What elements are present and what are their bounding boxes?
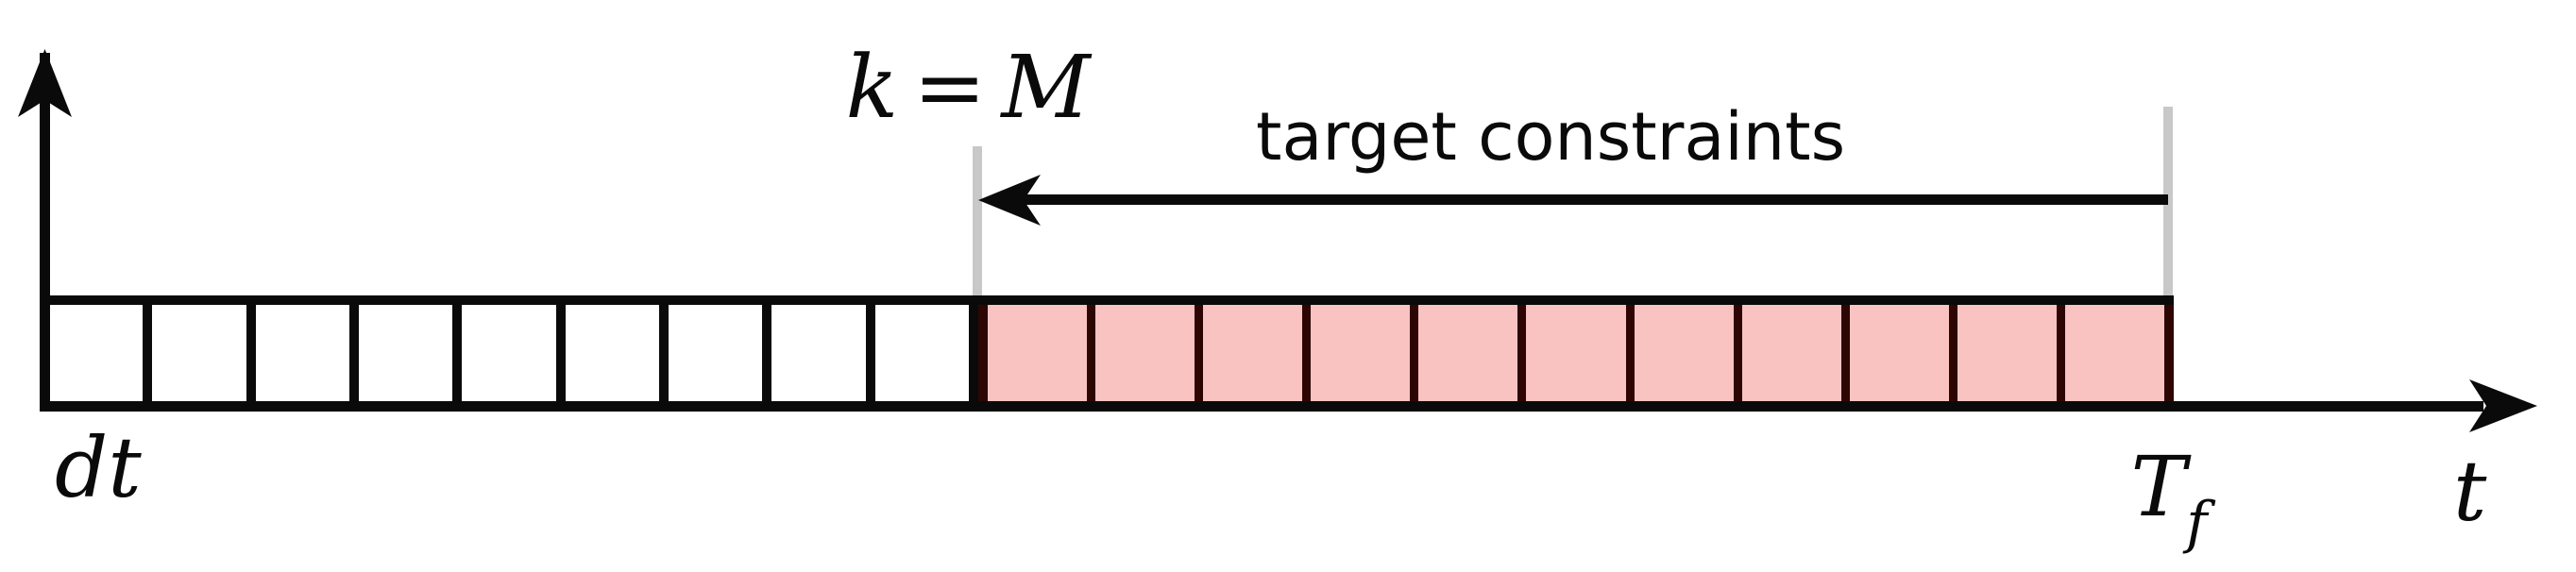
t-axis-label: t: [2453, 443, 2487, 540]
up-arrow-icon: [18, 49, 72, 117]
pink-cell: [1095, 305, 1195, 401]
dt-label: dt: [55, 419, 142, 516]
prediction-cells: [40, 295, 978, 412]
pink-cell: [2064, 305, 2165, 401]
k-symbol: k: [845, 37, 905, 138]
pink-cell: [1634, 305, 1734, 401]
white-cell: [668, 305, 763, 401]
final-time-tick: [2163, 107, 2173, 300]
pink-cell: [1418, 305, 1518, 401]
target-constraints-label: target constraints: [1256, 98, 1846, 176]
m-symbol: M: [1001, 37, 1096, 138]
white-cell: [255, 305, 349, 401]
pink-cell: [1203, 305, 1303, 401]
pink-cell: [988, 305, 1088, 401]
white-cell: [771, 305, 866, 401]
white-cell: [874, 305, 969, 401]
pink-cell: [1311, 305, 1411, 401]
white-cell: [49, 305, 144, 401]
white-cell: [358, 305, 453, 401]
tf-subscript: f: [2186, 490, 2208, 556]
pink-cell: [1526, 305, 1626, 401]
k-equals-m-label: k=M: [845, 44, 1095, 131]
white-cell: [565, 305, 659, 401]
target-constraints-arrow-line: [1020, 194, 2168, 205]
cells-top-border: [40, 295, 2174, 305]
k-equals-m-tick: [973, 146, 982, 300]
pink-cell: [1741, 305, 1841, 401]
tf-base: T: [2130, 438, 2187, 535]
pink-cell: [1957, 305, 2057, 401]
left-arrow-icon: [978, 175, 1041, 226]
white-cell: [462, 305, 556, 401]
equals-sign: =: [913, 37, 992, 138]
pink-cell: [1849, 305, 1949, 401]
target-constraint-cells: [978, 295, 2174, 412]
y-axis-line: [40, 53, 50, 412]
t-axis-line: [40, 401, 2483, 412]
right-arrow-icon: [2469, 379, 2537, 432]
white-cell: [152, 305, 246, 401]
final-time-label: Tf: [2131, 446, 2208, 552]
